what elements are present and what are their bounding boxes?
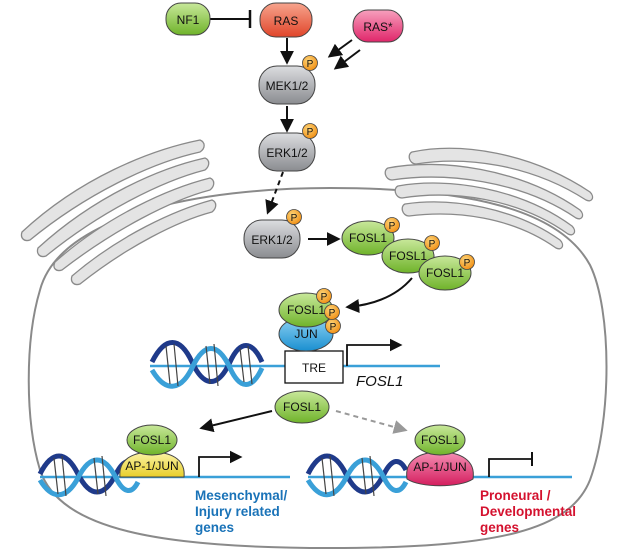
phospho-fosl1-b: P [424, 235, 440, 251]
svg-text:P: P [329, 308, 336, 319]
proneural-label-3: genes [480, 520, 519, 535]
mesenchymal-label-1: Mesenchymal/ [195, 488, 288, 503]
node-fosl1-c: FOSL1 [418, 255, 472, 291]
ap1-right-label: AP-1/JUN [413, 460, 466, 474]
proneural-label-2: Developmental [480, 504, 576, 519]
tre-box [284, 350, 344, 384]
svg-text:P: P [429, 239, 436, 250]
tss-blunt-right [488, 458, 531, 477]
er-left [20, 139, 217, 286]
node-mek: MEK1/2 [258, 65, 316, 105]
phospho-fosl1-tre-2: P [324, 304, 340, 320]
arrow-erk-translocation [265, 171, 284, 215]
node-ras-star: RAS* [352, 9, 404, 43]
mesenchymal-label-2: Injury related [195, 504, 280, 519]
phospho-fosl1-a: P [384, 217, 400, 233]
svg-text:P: P [321, 292, 328, 303]
node-nf1: NF1 [165, 2, 211, 36]
node-jun: JUN [278, 316, 334, 352]
ap1-left-label: AP-1/JUN [125, 459, 178, 473]
svg-text:FOSL1: FOSL1 [287, 303, 325, 317]
tss-arrow-left [198, 450, 243, 477]
arrow-fosl1-tre [345, 277, 413, 313]
ras-star-label: RAS* [363, 20, 393, 34]
svg-text:FOSL1: FOSL1 [283, 400, 321, 414]
svg-text:FOSL1: FOSL1 [389, 249, 427, 263]
svg-text:FOSL1: FOSL1 [133, 433, 171, 447]
erk-cyto-label: ERK1/2 [266, 146, 308, 160]
svg-text:JUN: JUN [294, 327, 317, 341]
ras-label: RAS [274, 14, 299, 28]
phospho-fosl1-c: P [459, 254, 475, 270]
arrow-rasstar-mek-2 [333, 49, 361, 70]
phospho-erk-cyto: P [302, 123, 318, 139]
arrow-fosl1-mesenchymal [199, 410, 273, 433]
nf1-label: NF1 [177, 13, 200, 27]
node-erk-cyto: ERK1/2 [258, 132, 316, 172]
node-fosl1-free: FOSL1 [274, 390, 330, 424]
arrow-rasstar-mek-1 [327, 39, 353, 58]
svg-text:FOSL1: FOSL1 [421, 433, 459, 447]
ap1-right-shape [406, 451, 474, 487]
svg-text:P: P [330, 322, 337, 333]
node-fosl1-a: FOSL1 [341, 220, 395, 256]
node-erk-nuc: ERK1/2 [243, 219, 301, 259]
phospho-erk-nuc: P [286, 209, 302, 225]
mek-label: MEK1/2 [266, 79, 309, 93]
svg-text:P: P [307, 59, 314, 70]
tss-arrow-center [346, 338, 403, 366]
erk-nuc-label: ERK1/2 [251, 233, 293, 247]
mesenchymal-label-3: genes [195, 520, 234, 535]
node-fosl1-left: FOSL1 [126, 424, 178, 456]
svg-text:FOSL1: FOSL1 [426, 266, 464, 280]
svg-text:P: P [291, 213, 298, 224]
svg-text:FOSL1: FOSL1 [349, 231, 387, 245]
node-fosl1-b: FOSL1 [381, 238, 435, 274]
node-fosl1-right: FOSL1 [414, 424, 466, 456]
svg-text:P: P [307, 127, 314, 138]
dna-helix-center [149, 340, 265, 389]
svg-text:P: P [464, 258, 471, 269]
proneural-label-1: Proneural / [480, 488, 551, 503]
dna-helix-right [305, 453, 409, 498]
tre-label: TRE [302, 361, 326, 375]
arrow-fosl1-proneural [335, 410, 408, 434]
er-right [384, 147, 594, 250]
phospho-mek: P [302, 55, 318, 71]
phospho-fosl1-tre-1: P [316, 288, 332, 304]
fosl1-gene-label: FOSL1 [356, 373, 404, 390]
node-ras: RAS [259, 2, 313, 38]
svg-text:P: P [389, 221, 396, 232]
